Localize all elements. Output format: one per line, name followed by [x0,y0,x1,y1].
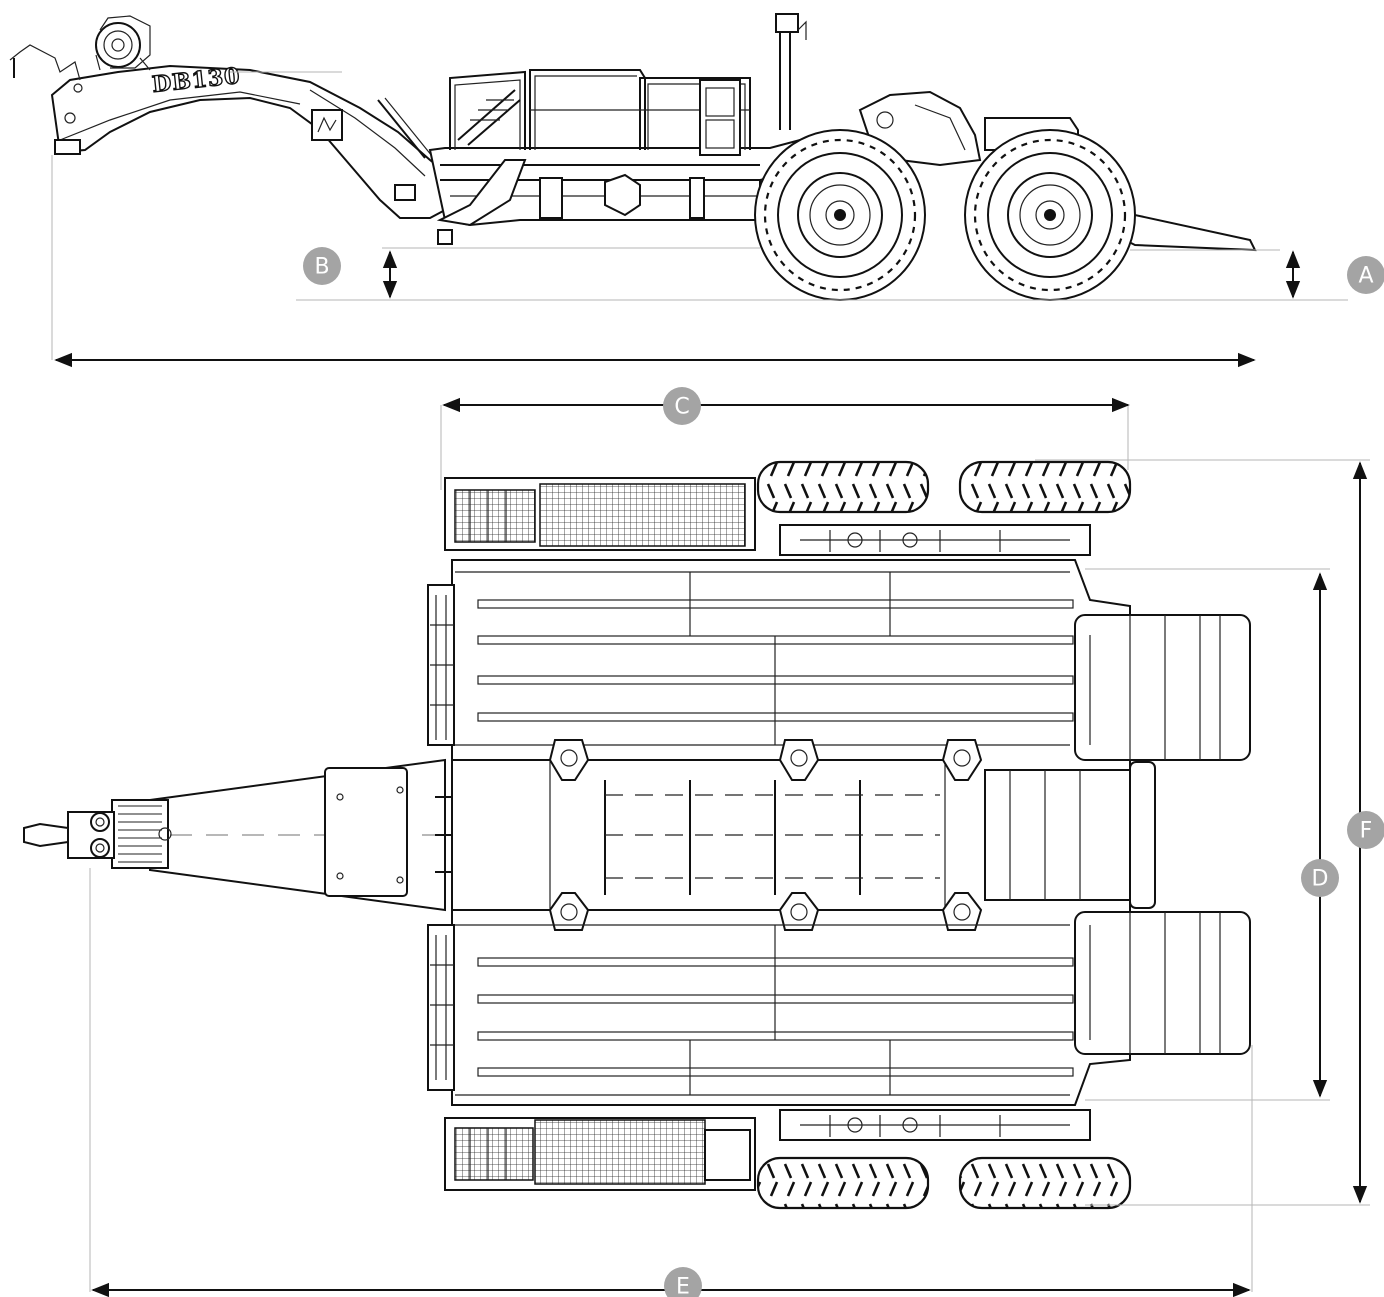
gooseneck: DB130 [9,15,446,219]
wheel-front-side [754,129,926,301]
deck-side [428,13,1257,252]
badge-e-label: E [676,1275,690,1297]
badge-d-label: D [1312,867,1329,892]
badge-b-label: B [314,255,329,280]
badge-f: F [1347,811,1384,849]
badge-b: B [303,247,341,285]
side-view: DB130 [9,13,1348,368]
wheel-rear-side [964,129,1136,301]
top-view [23,397,1370,1297]
badge-d: D [1301,859,1339,897]
badge-e: E [664,1267,702,1297]
badge-c-label: C [674,395,689,420]
badge-a: A [1347,256,1384,294]
tires-top [756,460,1132,1210]
badge-c: C [663,387,701,425]
badge-a-label: A [1358,264,1373,289]
badge-f-label: F [1360,819,1373,844]
drawbar [23,758,530,912]
platform-top [427,477,1251,1191]
